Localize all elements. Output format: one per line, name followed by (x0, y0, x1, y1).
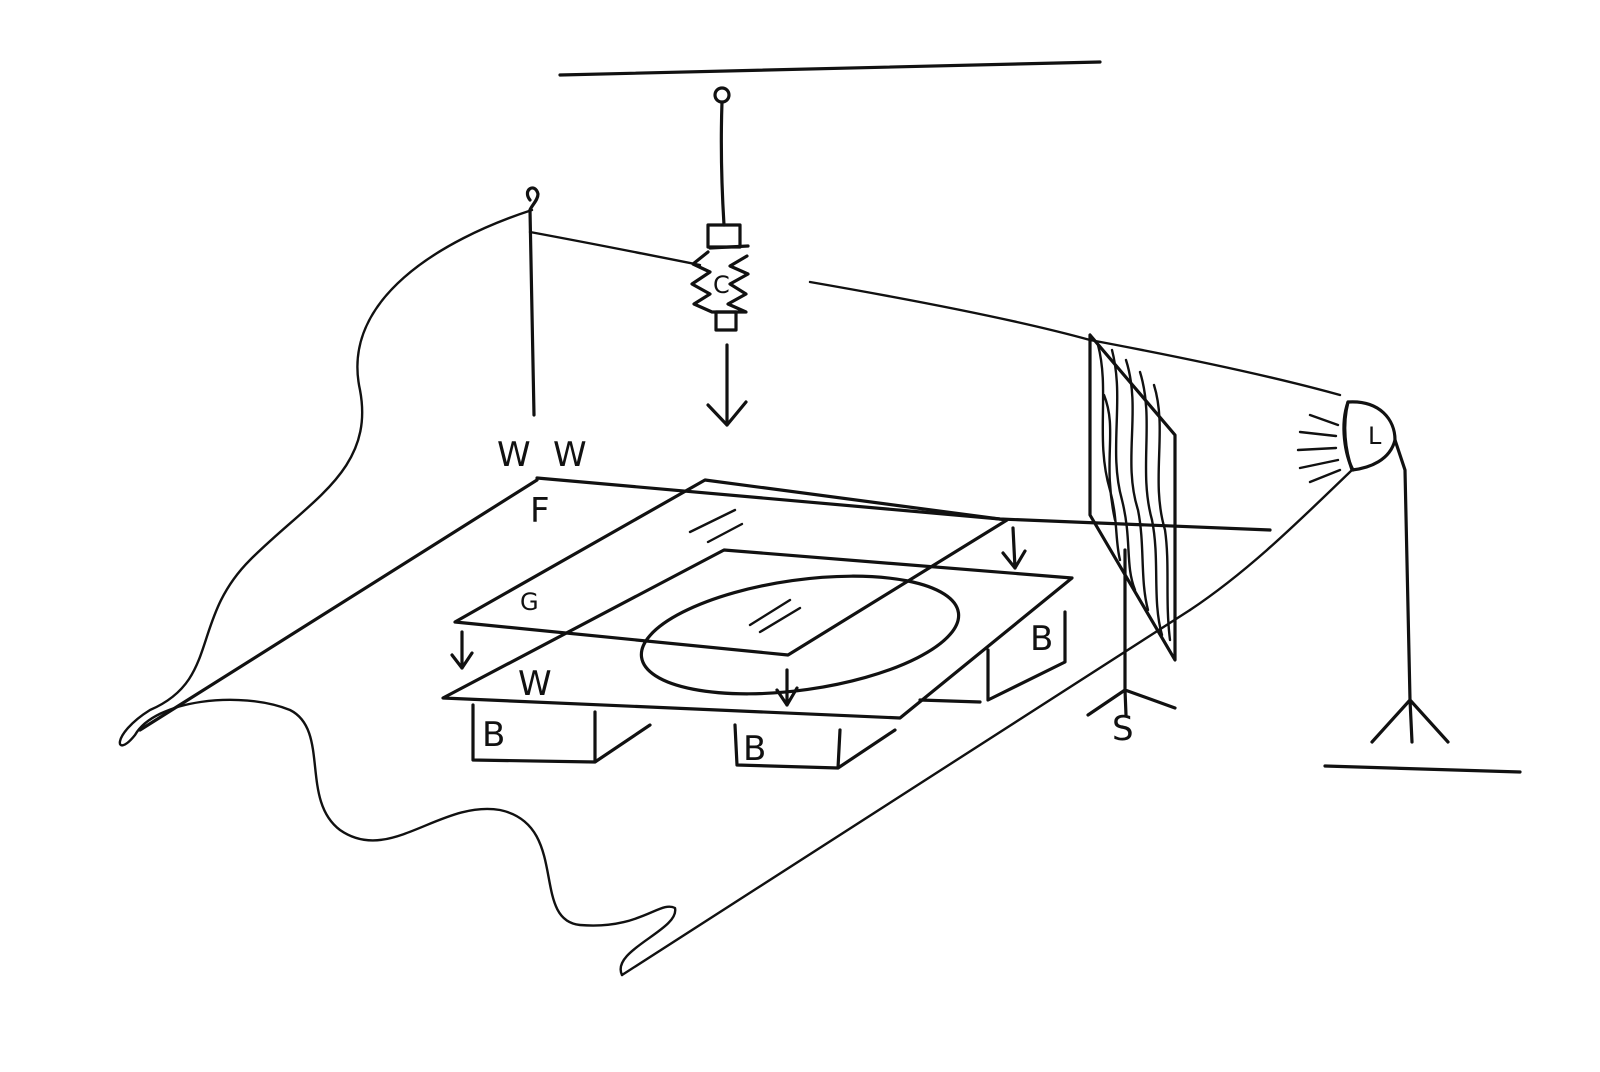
arrow-right (1001, 526, 1027, 570)
wall-label-right: W (553, 435, 587, 475)
block-right-label: B (1030, 619, 1053, 659)
camera: C (690, 223, 750, 332)
camera-cable (719, 100, 726, 227)
diffusion-screen: S (1086, 333, 1177, 749)
light: L (1296, 400, 1450, 744)
white-board-outline (441, 548, 1074, 720)
block-left-label: B (482, 715, 505, 755)
backdrop-pole (528, 208, 536, 417)
camera-lens (714, 310, 738, 332)
block-center: B (733, 723, 897, 770)
ceiling-line (558, 60, 1102, 77)
light-stand (1370, 438, 1450, 744)
block-left: B (471, 703, 652, 764)
glass-shine (688, 508, 744, 544)
light-rim (1342, 400, 1355, 472)
arrow-left (450, 630, 474, 670)
light-floor-line (1188, 468, 1354, 612)
white-board: W (441, 548, 1074, 720)
arrow-center (775, 668, 799, 707)
glass-sheet: G (453, 478, 1009, 657)
ground-line (1323, 764, 1522, 774)
oval-object (639, 574, 961, 696)
block-center-label: B (743, 729, 766, 769)
light-label: L (1368, 422, 1382, 450)
block-right: B (918, 610, 1067, 704)
backdrop-pole-loop (525, 186, 540, 212)
screen-waves (1096, 343, 1172, 642)
support-line-left (528, 230, 702, 267)
floor-front-edge (620, 608, 1192, 977)
glass-label: G (520, 588, 539, 616)
support-line-right (808, 280, 1342, 397)
camera-label: C (713, 271, 730, 299)
backdrop-left-curve (118, 208, 677, 977)
screen-stand (1086, 548, 1177, 717)
camera-top (706, 223, 742, 249)
glass-outline (453, 478, 1009, 657)
camera-hook (713, 86, 731, 104)
light-rays (1296, 413, 1342, 484)
white-board-label: W (518, 664, 552, 704)
camera-down-arrow (706, 343, 748, 427)
floor-label: F (530, 491, 550, 531)
oval-shine (748, 598, 802, 634)
screen-stand-label: S (1112, 709, 1134, 749)
wall-label-left: W (497, 435, 531, 475)
floor-left-edge (138, 478, 539, 732)
